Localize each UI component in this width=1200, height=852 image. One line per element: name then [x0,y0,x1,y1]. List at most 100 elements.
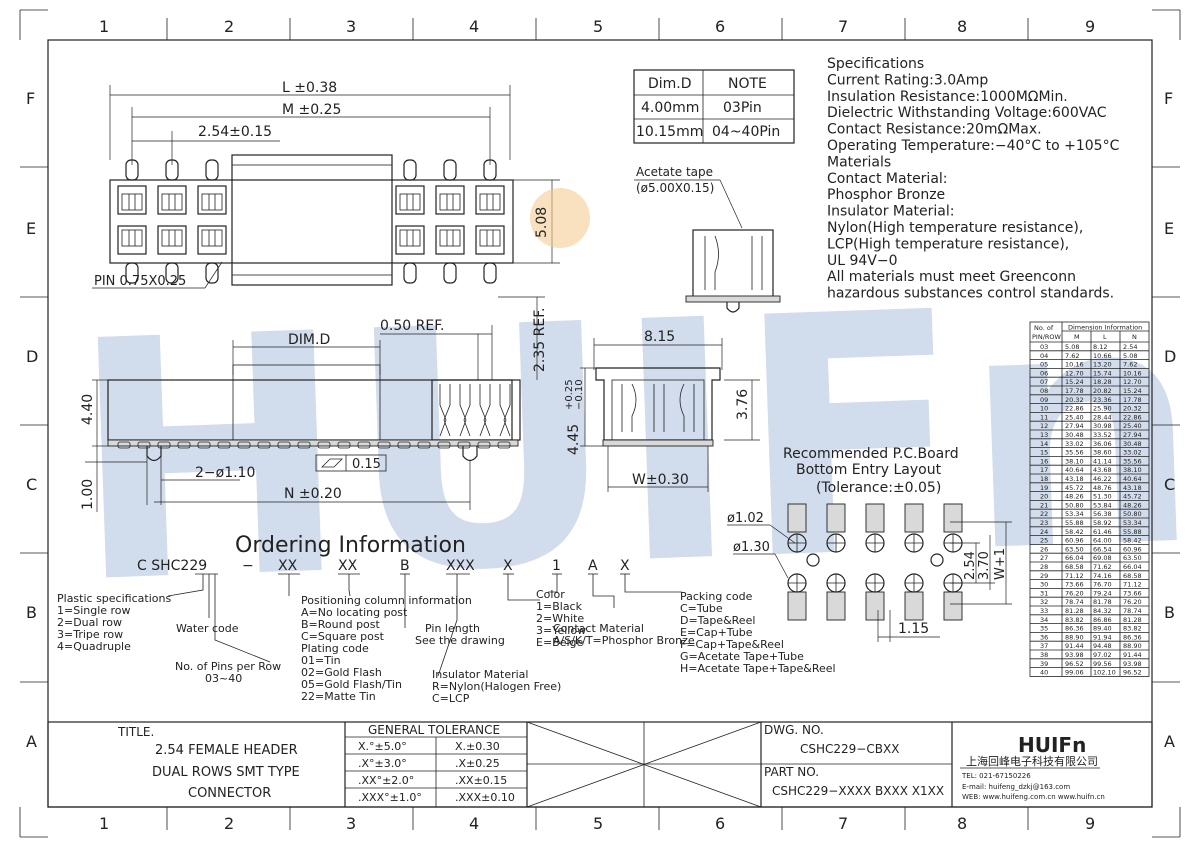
dim-table-cell: 03Pin [723,100,762,116]
pin-table-cell: 30.98 [1093,422,1112,430]
pin-table-cell: 56.38 [1093,510,1112,518]
pin-table-cell: 23 [1040,519,1048,527]
tol-minus: −0.10 [574,379,585,410]
contact-cavity [435,185,465,215]
row-label: C [1164,475,1175,494]
pin-table-cell: 53.34 [1065,510,1084,518]
pcb-pad [826,591,846,621]
pin-table-cell: 40.64 [1123,475,1142,483]
column-label: 9 [1085,17,1095,36]
locating-hole [806,553,820,567]
pin-table-cell: 38.60 [1093,449,1112,457]
pin-table-cell: 81.28 [1123,616,1142,624]
pin-table-cell: 10.16 [1065,361,1084,369]
pin-table-cell: 12 [1040,422,1048,430]
contact-cavity [157,185,187,215]
dim-N: N ±0.20 [284,486,342,502]
pin-table-cell: 15 [1040,449,1048,457]
dim-table-cell: 4.00mm [641,100,699,116]
pin-table-cell: 93.98 [1065,651,1084,659]
pin-table-cell: 15.74 [1093,369,1112,377]
pin-table-cell: 48.76 [1093,484,1112,492]
tape-label-1: Acetate tape [636,165,713,179]
order-packing-line: E=Cap+Tube [680,626,753,639]
pin-table-cell: 99.06 [1065,669,1084,677]
order-insulator-line: C=LCP [432,692,470,705]
pin-table-col: M [1074,333,1080,341]
order-pin-length-line: Pin length [425,622,480,635]
pin-table-cell: 76.20 [1065,589,1084,597]
pin-table-cell: 51.30 [1093,493,1112,501]
order-contact-line: A/S/K/T=Phosphor Bronze [553,634,695,647]
pin-table-cell: 60.96 [1065,537,1084,545]
ordering-title: Ordering Information [235,533,466,558]
pcb-pad [943,503,963,533]
pcb-pad [787,503,807,533]
pcb-pad [865,503,885,533]
order-code-segment: 1 [552,558,561,574]
top-view: L ±0.38 M ±0.25 2.54±0.15 5.08 PIN 0.75X… [92,80,590,289]
pin-table-cell: 36.06 [1093,440,1112,448]
spec-line: Insulation Resistance:1000MΩMin. [827,89,1068,105]
title-line: CONNECTOR [188,786,271,801]
pin-lead-bottom [403,262,417,284]
dim-d-label: DIM.D [288,332,330,348]
pin-table-cell: 27.94 [1123,431,1142,439]
contact-cavity [117,225,147,255]
pin-table-cell: 68.58 [1065,563,1084,571]
column-label: 3 [346,814,356,833]
pin-table-cell: 03 [1040,343,1048,351]
pin-table-cell: 81.78 [1093,598,1112,606]
locating-hole [930,553,944,567]
order-plating-line: 02=Gold Flash [301,666,382,679]
order-packing-line: Packing code [680,590,753,603]
pin-table-cell: 50.80 [1123,510,1142,518]
order-code-segment: XX [278,558,298,574]
order-packing-line: H=Acetate Tape+Tape&Reel [680,662,836,675]
dim-d110: 2−ø1.10 [195,465,255,481]
pin-lead-bottom [443,262,457,284]
pin-table-cell: 58.92 [1093,519,1112,527]
pin-table-cell: 99.56 [1093,660,1112,668]
tol-angle: .X°±3.0° [358,757,407,770]
pin-table-cell: 22.86 [1065,405,1084,413]
pin-table-cell: 05 [1040,361,1048,369]
pin-table-cell: 33.52 [1093,431,1112,439]
pin-table-cell: 43.18 [1065,475,1084,483]
column-label: 7 [838,814,848,833]
pin-table-cell: 86.86 [1093,616,1112,624]
pin-table-cell: 37 [1040,642,1048,650]
pin-table-cell: 31 [1040,589,1048,597]
pin-table-cell: 5.08 [1123,352,1137,360]
pin-table-cell: 32 [1040,598,1048,606]
pcb-title-3: (Tolerance:±0.05) [816,480,941,496]
pin-table-cell: 96.52 [1065,660,1084,668]
column-label: 5 [593,814,603,833]
tol-linear: X.±0.30 [455,740,500,753]
order-plastic-line: 4=Quadruple [57,640,131,653]
spec-line: UL 94V−0 [827,253,898,269]
pin-size-label: PIN 0.75X0.25 [94,274,186,289]
pin-table-cell: 55.88 [1065,519,1084,527]
row-label: B [26,603,37,622]
contact-cavity [197,225,227,255]
pin-table-cell: 66.04 [1065,554,1084,562]
order-code-segment: X [503,558,513,574]
dim-h445: 4.45 [566,424,582,455]
pin-table-cell: 19 [1040,484,1048,492]
pin-table-cell: 91.44 [1065,642,1084,650]
pin-lead-top [165,159,179,181]
pin-table-cell: 04 [1040,352,1048,360]
pin-table-col: L [1103,333,1107,341]
spec-line: hazardous substances control standards. [827,286,1114,302]
pin-table-cell: 33.02 [1123,449,1142,457]
pin-lead-bottom [205,262,219,284]
pin-table-cell: 7.62 [1123,361,1137,369]
pin-table-cell: 89.40 [1093,625,1112,633]
pcb-p115: 1.15 [898,621,929,637]
order-positioning-line: B=Round post [301,618,381,631]
tol-linear: .XX±0.15 [455,774,507,787]
pin-table-cell: 76.70 [1093,581,1112,589]
